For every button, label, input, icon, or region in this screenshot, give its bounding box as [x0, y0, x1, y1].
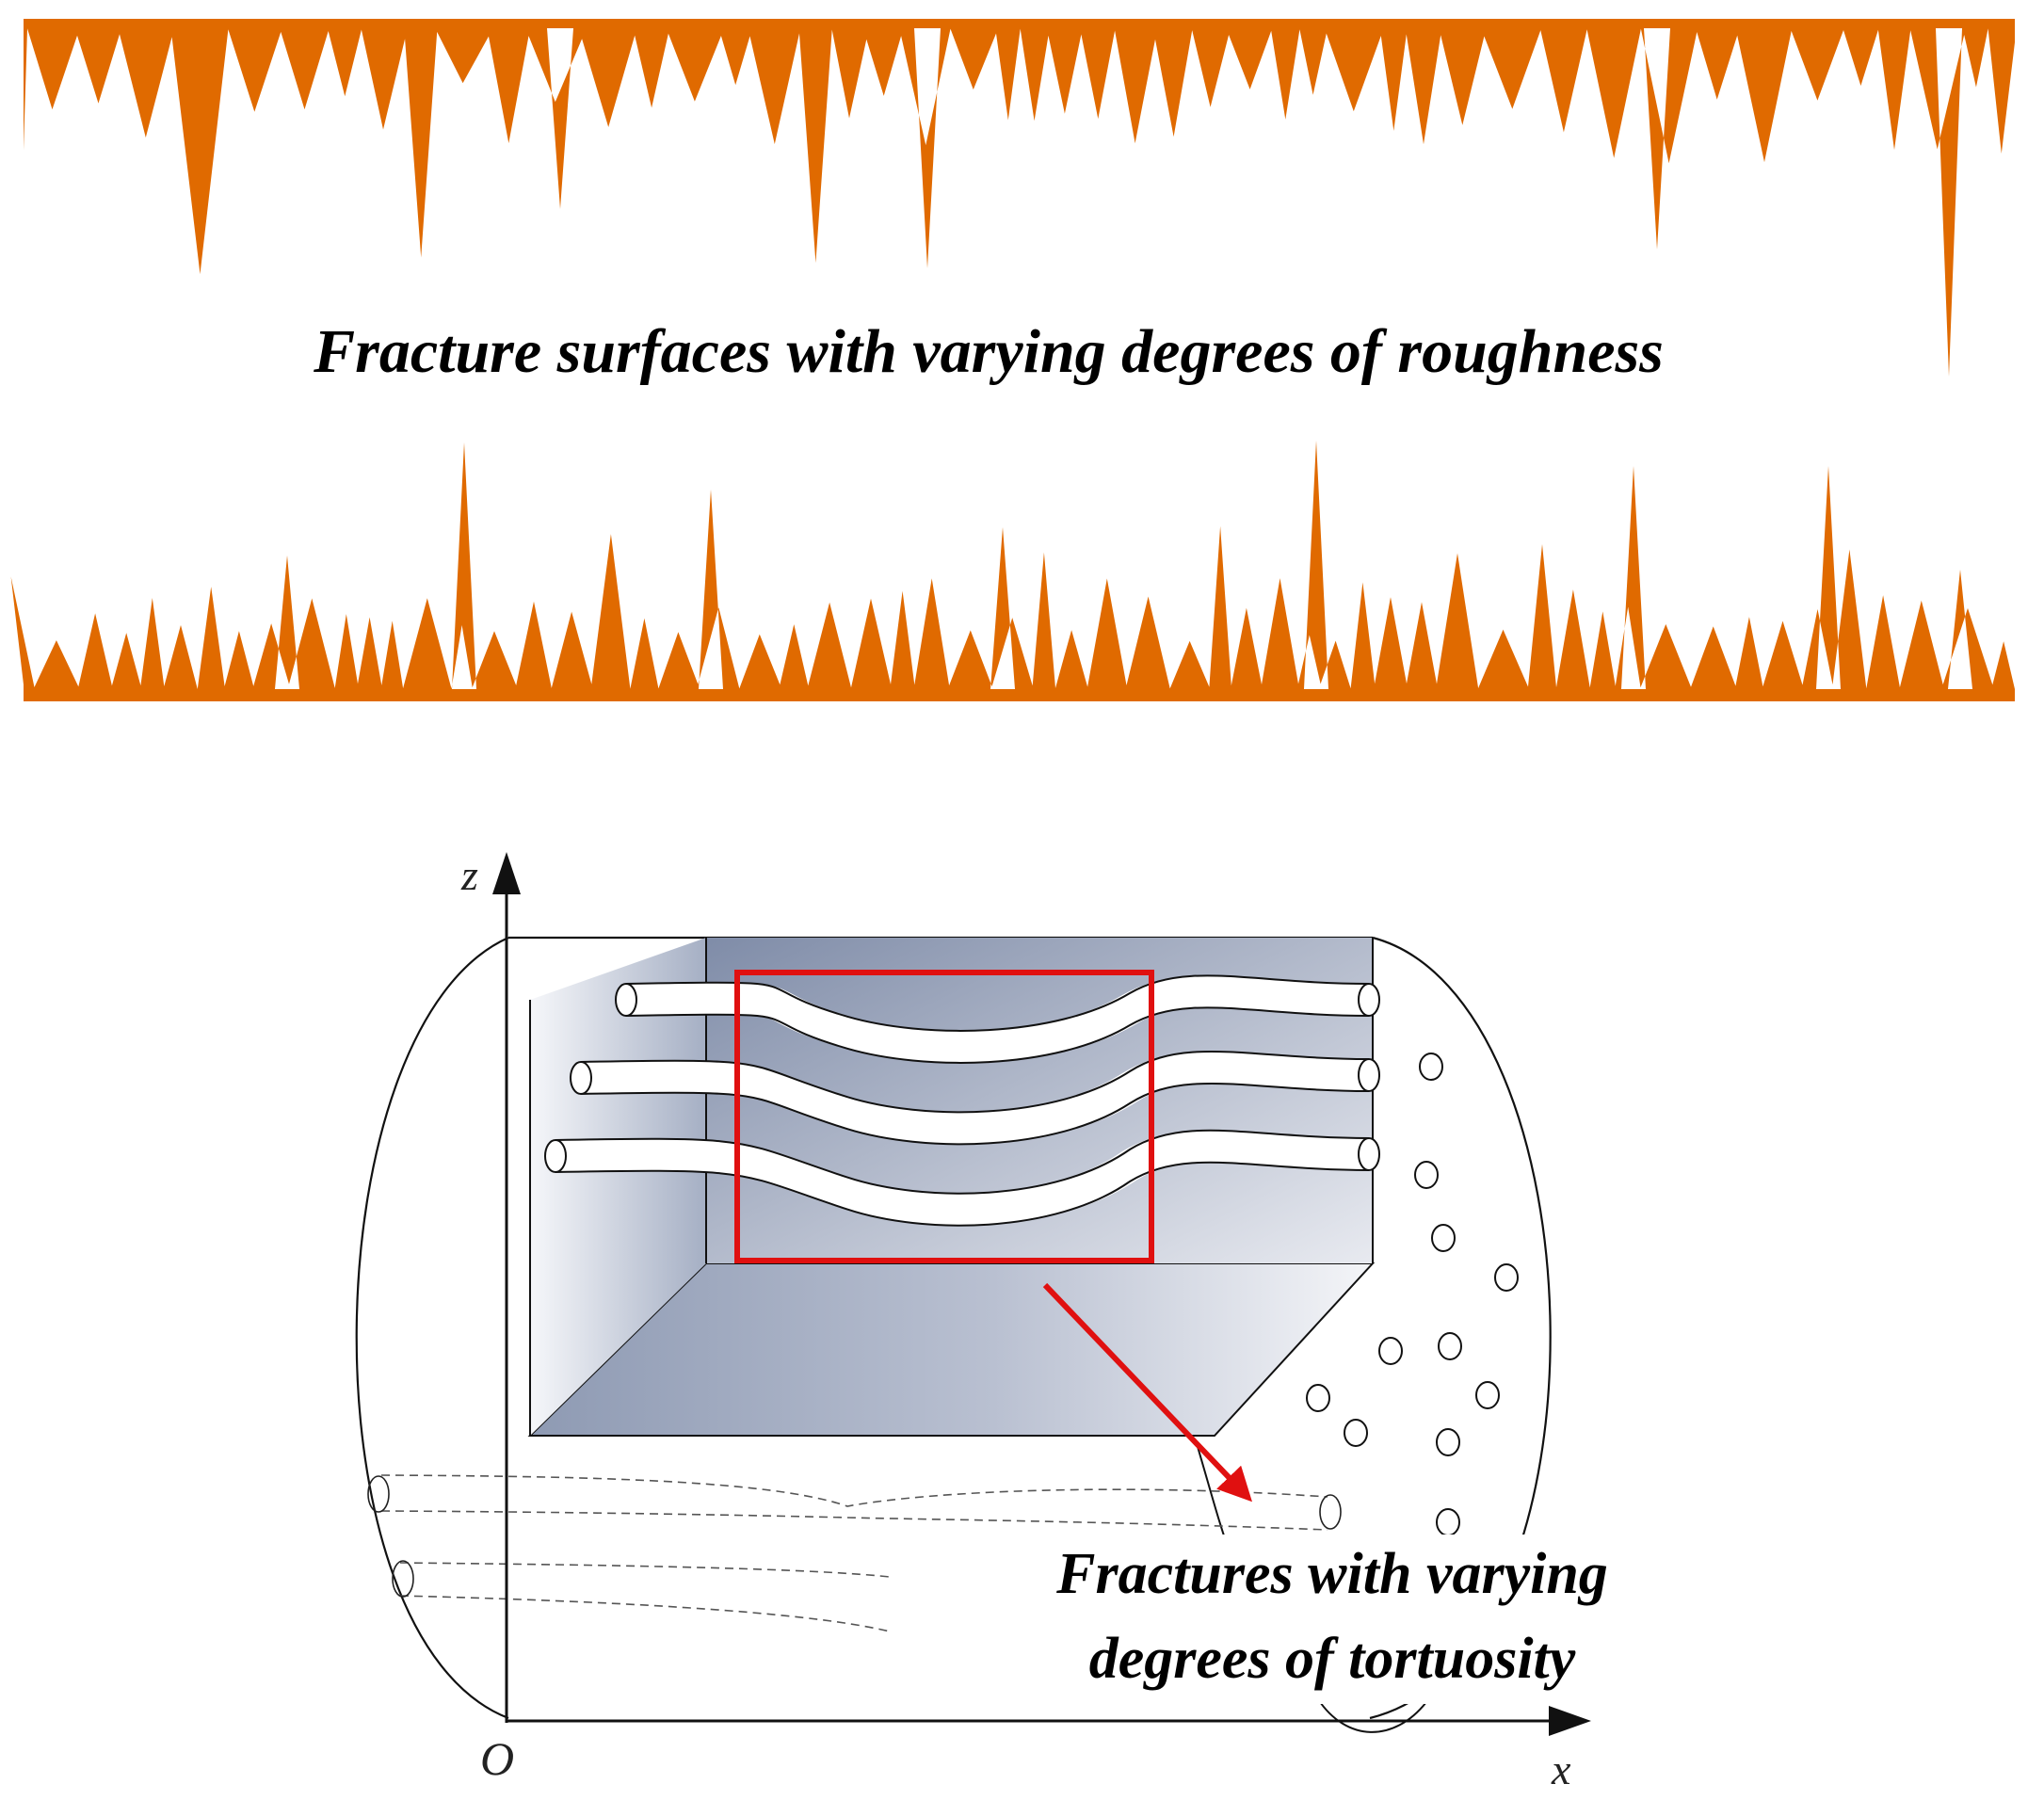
highlight-arrow	[1042, 1282, 1252, 1503]
fracture-tube-1-lower-wall	[625, 1006, 1370, 1064]
upper-rough-fracture-surface	[24, 19, 2015, 377]
fracture-tube-3-upper-wall	[555, 1129, 1370, 1195]
axes: z x O	[460, 851, 1591, 1793]
fracture-tube-3-lower-wall	[555, 1161, 1370, 1227]
x-axis-label: x	[1551, 1745, 1571, 1793]
dashed-fracture-1a	[380, 1474, 1328, 1507]
cylinder-bottom-arc	[1317, 1698, 1427, 1733]
pore-2	[1414, 1161, 1439, 1189]
origin-label: O	[480, 1732, 514, 1785]
fracture-tube-3-right-end	[1358, 1137, 1380, 1171]
pore-7	[1475, 1381, 1500, 1409]
cylinder-left-cap	[355, 936, 509, 1720]
fracture-tube-1-upper-wall	[625, 974, 1370, 1032]
dashed-fractures	[367, 1474, 1342, 1632]
tortuosity-caption-line2: degrees of tortuosity	[1089, 1627, 1576, 1691]
x-axis-arrowhead	[1549, 1706, 1591, 1736]
fracture-tube-2-right-end	[1358, 1058, 1380, 1092]
dashed-fracture-right-end	[1319, 1494, 1342, 1530]
pore-6	[1438, 1332, 1462, 1360]
dashed-fracture-2b	[399, 1595, 891, 1632]
fracture-tube-3-left-end	[544, 1139, 567, 1173]
dashed-fracture-1b	[380, 1510, 1328, 1531]
pore-10	[1436, 1428, 1460, 1456]
lower-rough-fracture-surface	[10, 441, 2015, 701]
pore-4	[1494, 1263, 1519, 1292]
fracture-tube-3	[555, 1130, 1370, 1226]
dashed-fracture-1-end	[367, 1475, 390, 1513]
fracture-tube-1-left-end	[615, 983, 637, 1017]
pore-8	[1306, 1384, 1330, 1412]
pore-5	[1378, 1337, 1403, 1365]
fracture-tube-2-left-end	[570, 1061, 592, 1095]
fracture-tube-1	[625, 975, 1370, 1063]
dashed-fracture-2a	[399, 1562, 891, 1578]
z-axis-arrowhead	[492, 852, 521, 894]
caption-backdrop	[970, 1535, 1695, 1704]
roughness-caption: Fracture surfaces with varying degrees o…	[313, 317, 1664, 386]
dashed-fracture-2-end	[392, 1560, 414, 1598]
pore-3	[1431, 1224, 1456, 1252]
pores	[1306, 1053, 1519, 1536]
highlight-box	[734, 970, 1154, 1263]
tortuosity-panel: z x O Fractures with varying degrees of …	[355, 851, 1695, 1793]
z-axis-label: z	[460, 851, 478, 899]
fracture-tube-1-right-end	[1358, 983, 1380, 1017]
pore-11	[1436, 1508, 1460, 1536]
pore-1	[1419, 1053, 1443, 1081]
tortuosity-caption-line1: Fractures with varying	[1055, 1542, 1608, 1606]
tortuosity-highlight	[734, 970, 1252, 1503]
pore-9	[1344, 1419, 1368, 1447]
roughness-panel: Fracture surfaces with varying degrees o…	[10, 19, 2015, 701]
